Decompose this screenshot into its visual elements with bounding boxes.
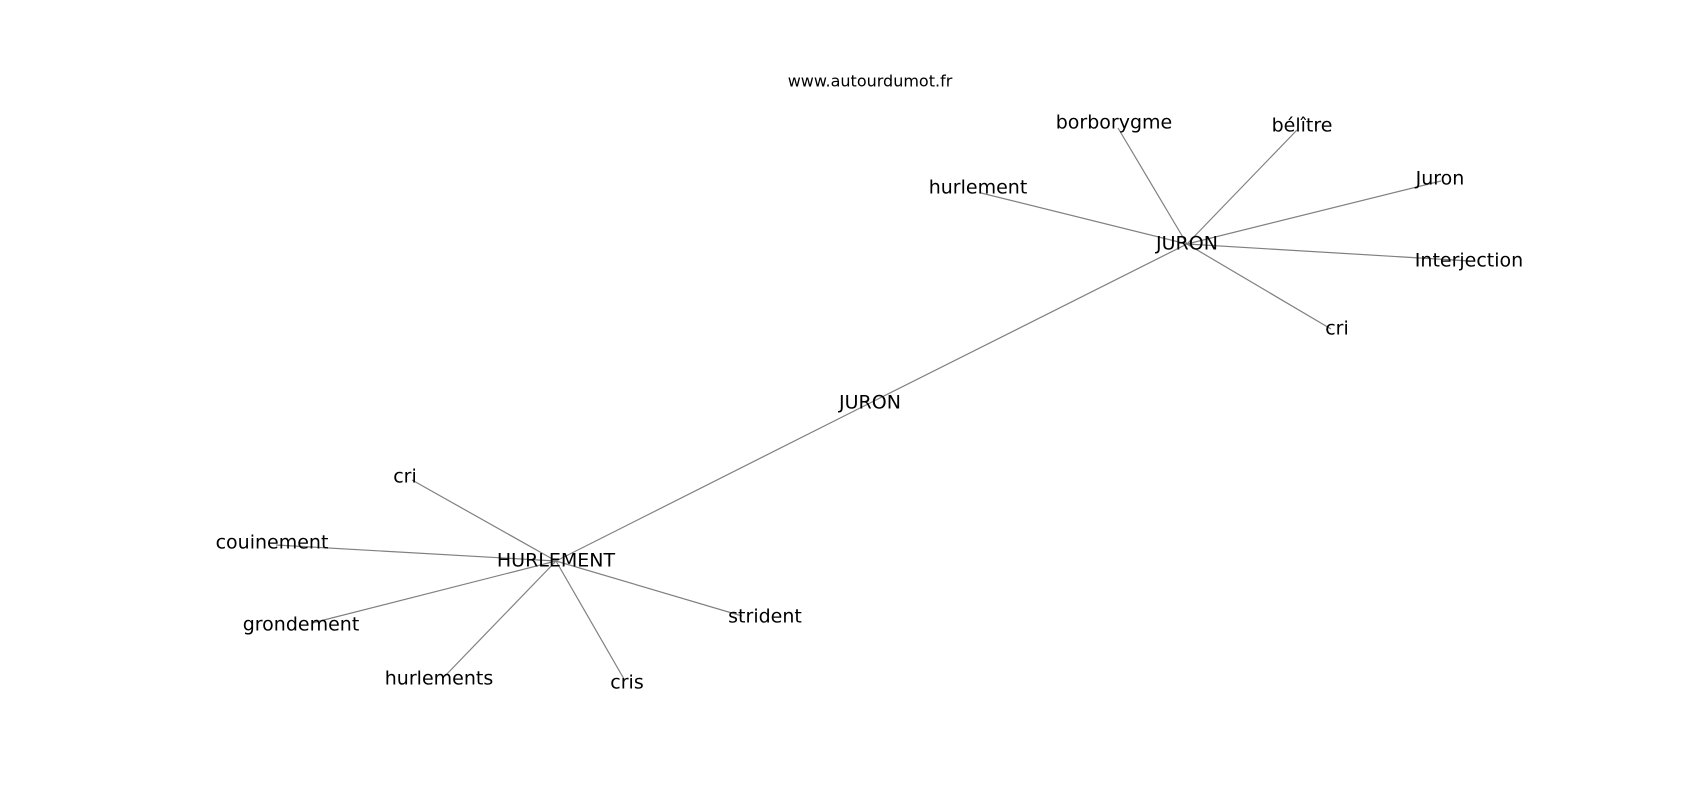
node-label-cri-h[interactable]: cri (393, 466, 417, 488)
edge-juron_top-juron_j (1186, 180, 1442, 245)
node-label-strident[interactable]: strident (728, 606, 802, 628)
node-label-belitre[interactable]: bélître (1272, 115, 1333, 137)
edge-juron_top-borborygme (1117, 127, 1188, 245)
nodes-layer: JURON JURON HURLEMENT borborygme bélître hurl… (216, 112, 1524, 694)
node-label-cris[interactable]: cris (610, 672, 643, 694)
edge-juron_center-hurlement_hub (555, 402, 871, 562)
node-label-couinement[interactable]: couinement (216, 532, 329, 554)
edge-hurlement_hub-grondement (311, 560, 557, 624)
node-label-grondement[interactable]: grondement (243, 614, 360, 636)
edge-hurlement_hub-cri_h (411, 479, 557, 562)
edge-hurlement_hub-cris (555, 560, 625, 680)
node-label-juron-center[interactable]: JURON (838, 392, 901, 414)
node-label-juron-j[interactable]: Juron (1415, 168, 1465, 190)
edge-hurlement_hub-couinement (275, 544, 557, 562)
edges-layer (275, 127, 1471, 680)
edge-hurlement_hub-hurlements (443, 560, 557, 678)
node-label-hurlements[interactable]: hurlements (385, 668, 493, 690)
edge-hurlement_hub-strident (555, 560, 743, 617)
node-label-hurlement-hub[interactable]: HURLEMENT (497, 550, 616, 572)
edge-juron_top-interjection (1186, 243, 1471, 262)
node-label-hurlement-j[interactable]: hurlement (929, 177, 1028, 199)
edge-juron_top-cri_j (1186, 243, 1332, 330)
node-label-borborygme[interactable]: borborygme (1056, 112, 1173, 134)
node-label-cri-j[interactable]: cri (1325, 318, 1349, 340)
edge-juron_top-hurlement_j (980, 192, 1188, 245)
edge-juron_top-juron_center (869, 243, 1188, 404)
edge-juron_top-belitre (1186, 129, 1298, 245)
site-watermark[interactable]: www.autourdumot.fr (788, 72, 953, 91)
node-label-interjection[interactable]: Interjection (1415, 250, 1523, 272)
node-label-juron-top[interactable]: JURON (1155, 233, 1218, 255)
